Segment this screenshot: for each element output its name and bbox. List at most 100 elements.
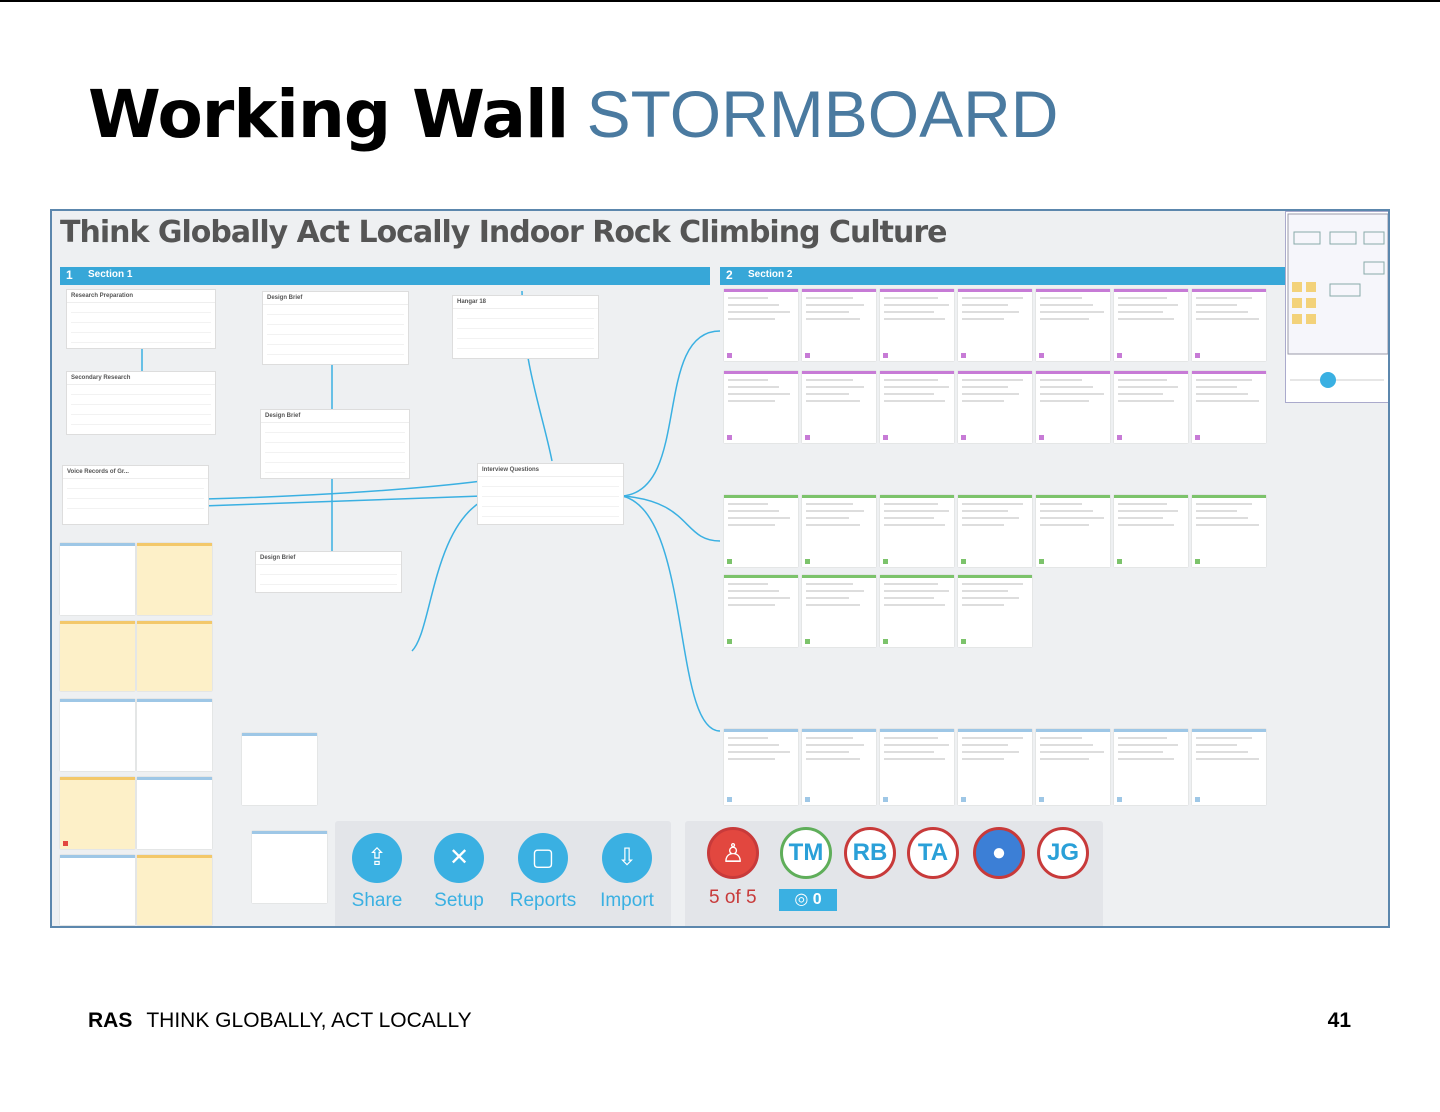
sticky-note[interactable]	[802, 575, 876, 647]
sticky-note[interactable]	[1036, 371, 1110, 443]
sticky-note[interactable]	[137, 621, 212, 691]
sticky-note[interactable]	[958, 289, 1032, 361]
sticky-note[interactable]	[60, 621, 135, 691]
sticky-note[interactable]	[1114, 289, 1188, 361]
card-row[interactable]	[71, 313, 211, 323]
flag-icon	[961, 353, 966, 358]
sticky-note[interactable]	[958, 729, 1032, 805]
sticky-note[interactable]	[958, 371, 1032, 443]
user-icon[interactable]: ♙	[707, 827, 759, 879]
card-row[interactable]	[482, 497, 619, 507]
share-button[interactable]: ⇪ Share	[337, 833, 417, 912]
sticky-note[interactable]	[252, 831, 327, 903]
card-row[interactable]	[482, 477, 619, 487]
card-row[interactable]	[265, 433, 405, 443]
card-row[interactable]	[265, 453, 405, 463]
avatar[interactable]: TM	[780, 827, 832, 879]
sticky-note[interactable]	[724, 729, 798, 805]
card-row[interactable]	[71, 415, 211, 425]
card-row[interactable]	[67, 489, 204, 499]
import-button[interactable]: ⇩ Import	[587, 833, 667, 912]
sticky-note[interactable]	[60, 777, 135, 849]
sticky-note[interactable]	[1114, 495, 1188, 567]
section-band-1[interactable]: 1 Section 1	[60, 267, 710, 285]
card-row[interactable]	[267, 325, 404, 335]
card-interview-questions[interactable]: Interview Questions	[477, 463, 624, 525]
card-hangar-18[interactable]: Hangar 18	[452, 295, 599, 359]
sticky-note[interactable]	[880, 729, 954, 805]
sticky-note[interactable]	[137, 543, 212, 615]
avatar[interactable]: TA	[907, 827, 959, 879]
sticky-note[interactable]	[880, 495, 954, 567]
sticky-note[interactable]	[242, 733, 317, 805]
card-row[interactable]	[260, 575, 397, 585]
card-row[interactable]	[457, 319, 594, 329]
sticky-note[interactable]	[724, 371, 798, 443]
card-design-brief-1[interactable]: Design Brief	[262, 291, 409, 365]
sticky-note[interactable]	[1036, 495, 1110, 567]
card-row[interactable]	[457, 339, 594, 349]
avatar[interactable]: JG	[1037, 827, 1089, 879]
sticky-note[interactable]	[802, 495, 876, 567]
card-row[interactable]	[71, 323, 211, 333]
sticky-note[interactable]	[137, 777, 212, 849]
minimap[interactable]	[1285, 211, 1388, 403]
sticky-note[interactable]	[1192, 495, 1266, 567]
sticky-note[interactable]	[724, 495, 798, 567]
card-row[interactable]	[482, 487, 619, 497]
card-row[interactable]	[67, 499, 204, 509]
reports-button[interactable]: ▢ Reports	[503, 833, 583, 912]
sticky-note[interactable]	[1192, 289, 1266, 361]
card-row[interactable]	[71, 395, 211, 405]
card-row[interactable]	[267, 315, 404, 325]
setup-button[interactable]: ✕ Setup	[419, 833, 499, 912]
card-row[interactable]	[260, 565, 397, 575]
sticky-note[interactable]	[60, 543, 135, 615]
toggle-counter[interactable]: ◎ 0	[779, 889, 837, 911]
card-design-brief-3[interactable]: Design Brief	[255, 551, 402, 593]
avatar-photo[interactable]: ●	[973, 827, 1025, 879]
card-row[interactable]	[265, 423, 405, 433]
card-row[interactable]	[482, 507, 619, 517]
card-row[interactable]	[267, 345, 404, 355]
flag-icon	[727, 435, 732, 440]
sticky-note[interactable]	[958, 575, 1032, 647]
avatar[interactable]: RB	[844, 827, 896, 879]
card-row[interactable]	[71, 385, 211, 395]
card-voice-records[interactable]: Voice Records of Gr...	[62, 465, 209, 525]
sticky-note[interactable]	[958, 495, 1032, 567]
section-band-2[interactable]: 2 Section 2	[720, 267, 1286, 285]
sticky-note[interactable]	[802, 729, 876, 805]
sticky-note[interactable]	[137, 699, 212, 771]
sticky-note[interactable]	[1036, 289, 1110, 361]
card-row[interactable]	[67, 479, 204, 489]
sticky-note[interactable]	[1114, 729, 1188, 805]
card-row[interactable]	[71, 333, 211, 343]
sticky-note[interactable]	[1192, 729, 1266, 805]
sticky-note[interactable]	[880, 289, 954, 361]
card-row[interactable]	[265, 443, 405, 453]
sticky-note[interactable]	[880, 371, 954, 443]
sticky-note[interactable]	[137, 855, 212, 925]
card-row[interactable]	[71, 303, 211, 313]
card-row[interactable]	[457, 329, 594, 339]
sticky-note[interactable]	[1114, 371, 1188, 443]
sticky-note[interactable]	[802, 371, 876, 443]
sticky-note[interactable]	[1036, 729, 1110, 805]
sticky-note[interactable]	[802, 289, 876, 361]
sticky-note[interactable]	[1192, 371, 1266, 443]
sticky-note[interactable]	[60, 699, 135, 771]
card-row[interactable]	[267, 335, 404, 345]
card-row[interactable]	[267, 305, 404, 315]
sticky-note[interactable]	[880, 575, 954, 647]
card-row[interactable]	[265, 463, 405, 473]
footer-text: THINK GLOBALLY, ACT LOCALLY	[146, 1009, 472, 1032]
sticky-note[interactable]	[724, 575, 798, 647]
card-research-preparation[interactable]: Research Preparation	[66, 289, 216, 349]
card-secondary-research[interactable]: Secondary Research	[66, 371, 216, 435]
card-row[interactable]	[71, 405, 211, 415]
card-design-brief-2[interactable]: Design Brief	[260, 409, 410, 479]
sticky-note[interactable]	[724, 289, 798, 361]
sticky-note[interactable]	[60, 855, 135, 925]
card-row[interactable]	[457, 309, 594, 319]
